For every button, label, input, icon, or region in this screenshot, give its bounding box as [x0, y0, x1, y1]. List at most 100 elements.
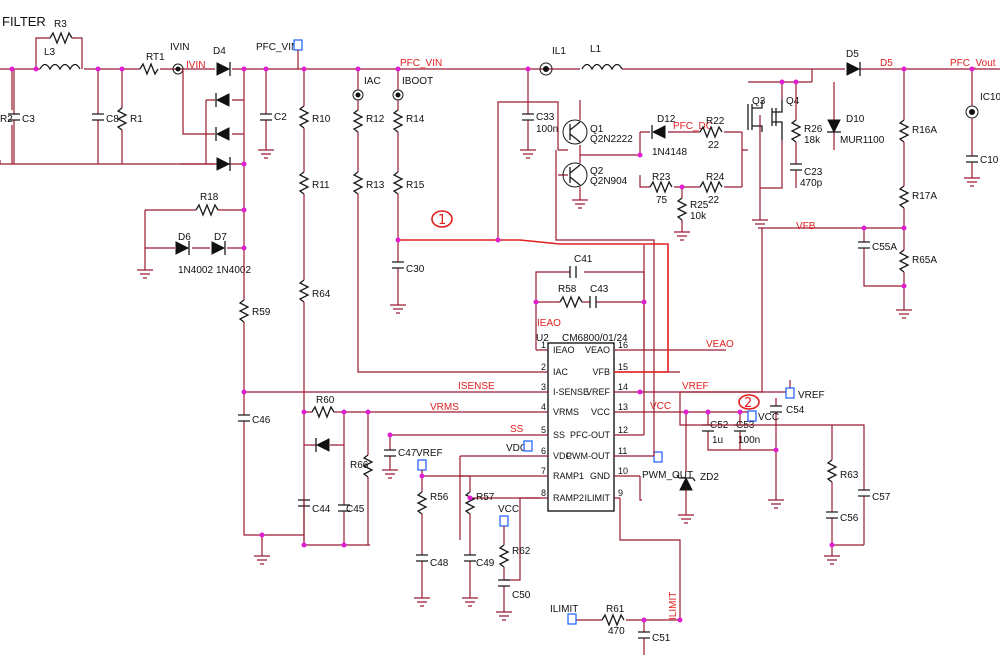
c57-label: C57: [872, 492, 891, 503]
pwm-out-label: PWM_OUT: [642, 470, 693, 481]
ic-ref: U2: [536, 333, 549, 344]
ilimit-vertical-label: ILIMIT: [668, 592, 679, 620]
ic-pin-5-name: SS: [553, 430, 565, 440]
c23-label: C23: [804, 167, 823, 178]
c54-ground-icon: [768, 499, 784, 509]
ic-pin-9-number: 9: [618, 488, 623, 498]
q1-label: Q1: [590, 124, 604, 135]
ic-pin-11-number: 11: [618, 446, 627, 456]
r13-resistor: [352, 171, 364, 195]
d4-diode: [216, 62, 231, 76]
ic-pin-8-name: RAMP2: [553, 493, 584, 503]
r61-label: R61: [606, 604, 625, 615]
c2-label: C2: [274, 112, 287, 123]
r1-label: R1: [130, 114, 143, 125]
r25-ground-icon: [674, 231, 690, 241]
d10-label: D10: [846, 114, 865, 125]
q2-transistor-icon: [562, 162, 588, 188]
ieao-net-label: IEAO: [537, 318, 561, 329]
r26-resistor: [790, 119, 802, 143]
r22-resistor: [699, 125, 723, 139]
r3-resistor: [49, 31, 73, 45]
vref-port2-label: VREF: [798, 390, 825, 401]
bridge-diode-3: [215, 127, 230, 141]
c48-label: C48: [430, 558, 449, 569]
c45-label: C45: [346, 504, 365, 515]
c55a-label: C55A: [872, 242, 897, 253]
c10-label: C10: [980, 155, 999, 166]
r61-value: 470: [608, 626, 625, 637]
r14-resistor: [392, 109, 404, 133]
r59-c46-wire: [243, 164, 540, 536]
pfc-vin-net-label: PFC_VIN: [400, 58, 442, 69]
c57-cap: [858, 489, 870, 497]
vrms-diode: [315, 438, 330, 452]
r23-value: 75: [656, 195, 668, 206]
ic10-probe-label: IC10: [980, 92, 1000, 103]
q1-transistor-icon: [562, 119, 588, 145]
rt1-label: RT1: [146, 52, 165, 63]
c23-value: 470p: [800, 178, 823, 189]
ic-pin-1-name: IEAO: [553, 345, 575, 355]
c10-ground-icon: [964, 177, 980, 187]
q2-label: Q2: [590, 166, 604, 177]
bridge-wiring: [180, 69, 245, 165]
bridge-diode-2: [215, 93, 230, 107]
c46-cap: [238, 414, 250, 422]
c49-cap: [464, 554, 476, 562]
ic-pin-14-number: 14: [618, 382, 628, 392]
ic-pin-3-name: I-SENSE: [553, 387, 589, 397]
vref-wire: [640, 380, 791, 393]
output-divider-wire: [762, 69, 905, 310]
r16a-label: R16A: [912, 125, 937, 136]
r61-resistor: [601, 613, 625, 627]
vcc-wire: [680, 411, 776, 472]
ic-pin-7-name: RAMP1: [553, 471, 584, 481]
r3-branch: [35, 37, 83, 69]
c43-label: C43: [590, 284, 609, 295]
d6-label: D6: [178, 232, 191, 243]
ic-pin-3-number: 3: [541, 382, 546, 392]
r18-d6-d7-wire: [144, 209, 244, 270]
r17a-label: R17A: [912, 191, 937, 202]
r63-resistor: [826, 459, 838, 483]
iac-probe-label: IAC: [364, 76, 381, 87]
d12-label: D12: [657, 114, 676, 125]
annotation-1-path: [398, 239, 669, 373]
mosfet-ground-icon: [752, 219, 768, 229]
c56-label: C56: [840, 513, 859, 524]
c52-value: 1u: [712, 435, 723, 446]
c33-value: 100n: [536, 124, 558, 135]
ilimit-port-icon: [567, 613, 577, 625]
l1-label: L1: [590, 44, 602, 55]
vrms-filter-wire: [261, 411, 540, 556]
ic-pin-9-name: ILIMIT: [584, 493, 610, 503]
r56-label: R56: [430, 492, 449, 503]
ic-pin-8-number: 8: [541, 488, 546, 498]
ic-pins-right: 16VEAO15VFB14VREF13VCC12PFC-OUT11PWM-OUT…: [566, 340, 628, 503]
ic-pin-5-number: 5: [541, 425, 546, 435]
c33-label: C33: [536, 112, 555, 123]
r22-label: R22: [706, 116, 725, 127]
c43-cap: [589, 296, 597, 308]
ic-pin-16-name: VEAO: [585, 345, 610, 355]
zd2-ground-icon: [678, 514, 694, 524]
ramp1-wire: [421, 470, 540, 598]
junction-dots: [9, 66, 975, 623]
iboot-probe-dot: [395, 92, 401, 98]
r25-resistor: [676, 197, 688, 221]
r63-label: R63: [840, 470, 859, 481]
il1-probe-label: IL1: [552, 46, 566, 57]
c41-cap: [569, 266, 577, 278]
c56-cap: [826, 511, 838, 519]
c33-ground-icon: [520, 149, 536, 159]
c53-value: 100n: [738, 435, 760, 446]
c30-ground-icon: [390, 304, 406, 314]
d6-ground-icon: [137, 269, 153, 279]
r15-label: R15: [406, 180, 425, 191]
c55a-cap: [858, 241, 870, 249]
ramp2-wire: [503, 497, 540, 612]
r65a-resistor: [898, 249, 910, 273]
pfc-vin-port-label: PFC_VIN: [256, 42, 298, 53]
r62-label: R62: [512, 546, 531, 557]
